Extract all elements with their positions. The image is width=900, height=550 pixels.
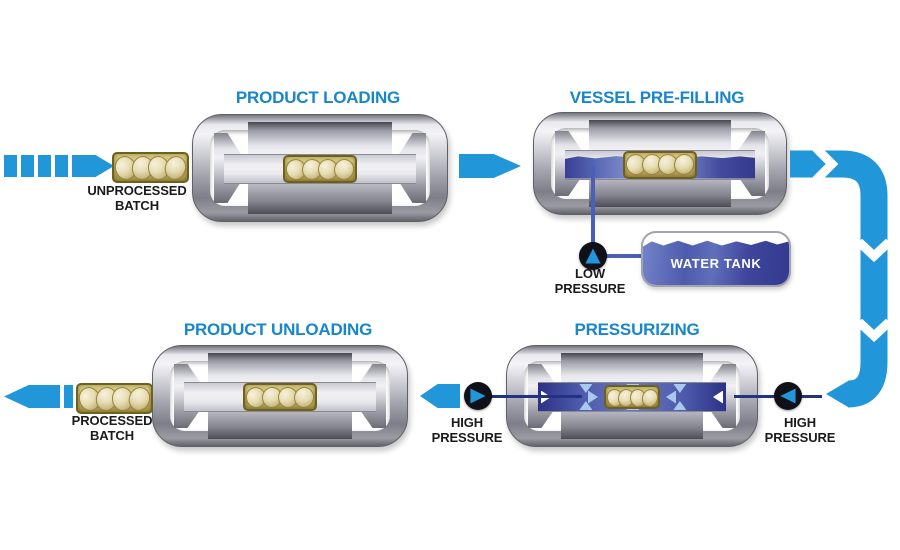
transfer-arrow-icon: [459, 154, 521, 178]
label-line: BATCH: [89, 427, 135, 443]
inflow-arrow-icon: [72, 155, 114, 177]
food-piece: [670, 151, 698, 179]
inflow-dash-icon: [21, 155, 34, 177]
processed-batch: [76, 383, 154, 414]
vessel-bore: [565, 149, 755, 180]
low-pressure-label: LOW PRESSURE: [534, 266, 646, 296]
label-line: BATCH: [114, 197, 160, 213]
label-line: PROCESSED: [71, 413, 153, 428]
label-line: HIGH: [450, 415, 484, 430]
fill-pipe-horizontal: [605, 254, 643, 258]
pump-direction-icon: [780, 388, 796, 404]
food-piece: [290, 384, 318, 411]
water-tank-water: [643, 240, 789, 285]
inflow-dash-icon: [38, 155, 51, 177]
food-piece: [161, 153, 190, 183]
product-batch: [623, 150, 698, 179]
water-tank-label: WATER TANK: [670, 256, 762, 271]
stage-title-product-loading: PRODUCT LOADING: [235, 88, 401, 107]
unload-direction-arrow-icon: [420, 384, 460, 408]
pressure-arrow-up-icon: [579, 401, 593, 410]
high-pressure-left-label: HIGH PRESSURE: [410, 415, 524, 445]
processed-batch-label: PROCESSED BATCH: [50, 413, 174, 443]
unprocessed-batch-label: UNPROCESSED BATCH: [75, 183, 199, 213]
label-line: PRESSURE: [764, 429, 836, 445]
outflow-dash-icon: [64, 385, 73, 408]
pressure-arrow-up-icon: [673, 401, 687, 410]
unprocessed-batch: [112, 152, 190, 183]
product-batch: [283, 155, 358, 183]
vessel-bore: [224, 154, 416, 184]
label-line: HIGH: [783, 415, 817, 430]
pressure-arrow-down-icon: [673, 384, 687, 393]
stage-title-vessel-pre-filling: VESSEL PRE-FILLING: [569, 88, 745, 107]
label-line: PRESSURE: [431, 429, 503, 445]
vessel-product-unloading: [152, 345, 408, 447]
inlet-arrow-left-icon: [713, 390, 723, 404]
outflow-arrow-icon: [4, 385, 60, 408]
food-piece: [330, 156, 358, 183]
pressure-arrow-down-icon: [579, 384, 593, 393]
water-tank: WATER TANK: [641, 231, 791, 287]
food-piece: [125, 384, 154, 414]
fill-pipe-vertical: [591, 165, 595, 244]
label-line: UNPROCESSED: [87, 183, 187, 198]
hp-line-left: [470, 395, 582, 398]
high-pressure-right-label: HIGH PRESSURE: [743, 415, 857, 445]
product-batch: [604, 385, 661, 409]
vessel-bore: [184, 382, 376, 412]
low-pressure-pump-icon: [579, 242, 607, 270]
inflow-dash-icon: [4, 155, 17, 177]
high-pressure-pump-left-icon: [464, 382, 492, 410]
vessel-pre-filling: [533, 112, 787, 215]
inflow-dash-icon: [55, 155, 68, 177]
recirculation-arrow-icon: [790, 144, 893, 408]
vessel-product-loading: [192, 114, 448, 222]
label-line: PRESSURE: [554, 280, 626, 296]
stage-title-pressurizing: PRESSURIZING: [574, 320, 700, 339]
product-batch: [243, 383, 318, 411]
stage-title-product-unloading: PRODUCT UNLOADING: [183, 320, 373, 339]
pump-direction-icon: [585, 248, 601, 264]
label-line: LOW: [574, 266, 606, 281]
pressure-arrow-right-icon: [588, 390, 598, 404]
pressure-arrow-left-icon: [666, 390, 676, 404]
high-pressure-pump-right-icon: [774, 382, 802, 410]
pump-direction-icon: [470, 388, 486, 404]
